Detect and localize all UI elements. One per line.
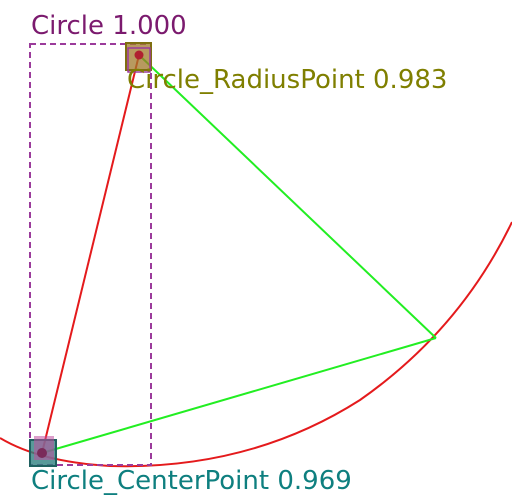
radius-point-label: Circle_RadiusPoint 0.983 — [127, 65, 447, 95]
construction-line-top — [138, 54, 437, 339]
center-point-label: Circle_CenterPoint 0.969 — [31, 466, 352, 496]
circle-label: Circle 1.000 — [31, 11, 187, 41]
radius-line — [41, 54, 140, 454]
circle-bounding-box — [29, 43, 152, 466]
radius-point-marker — [134, 50, 144, 60]
construction-line-bottom — [41, 337, 437, 454]
radius-point-inner-box — [127, 47, 151, 73]
center-point-marker — [37, 448, 47, 458]
circle-arc — [0, 221, 512, 468]
